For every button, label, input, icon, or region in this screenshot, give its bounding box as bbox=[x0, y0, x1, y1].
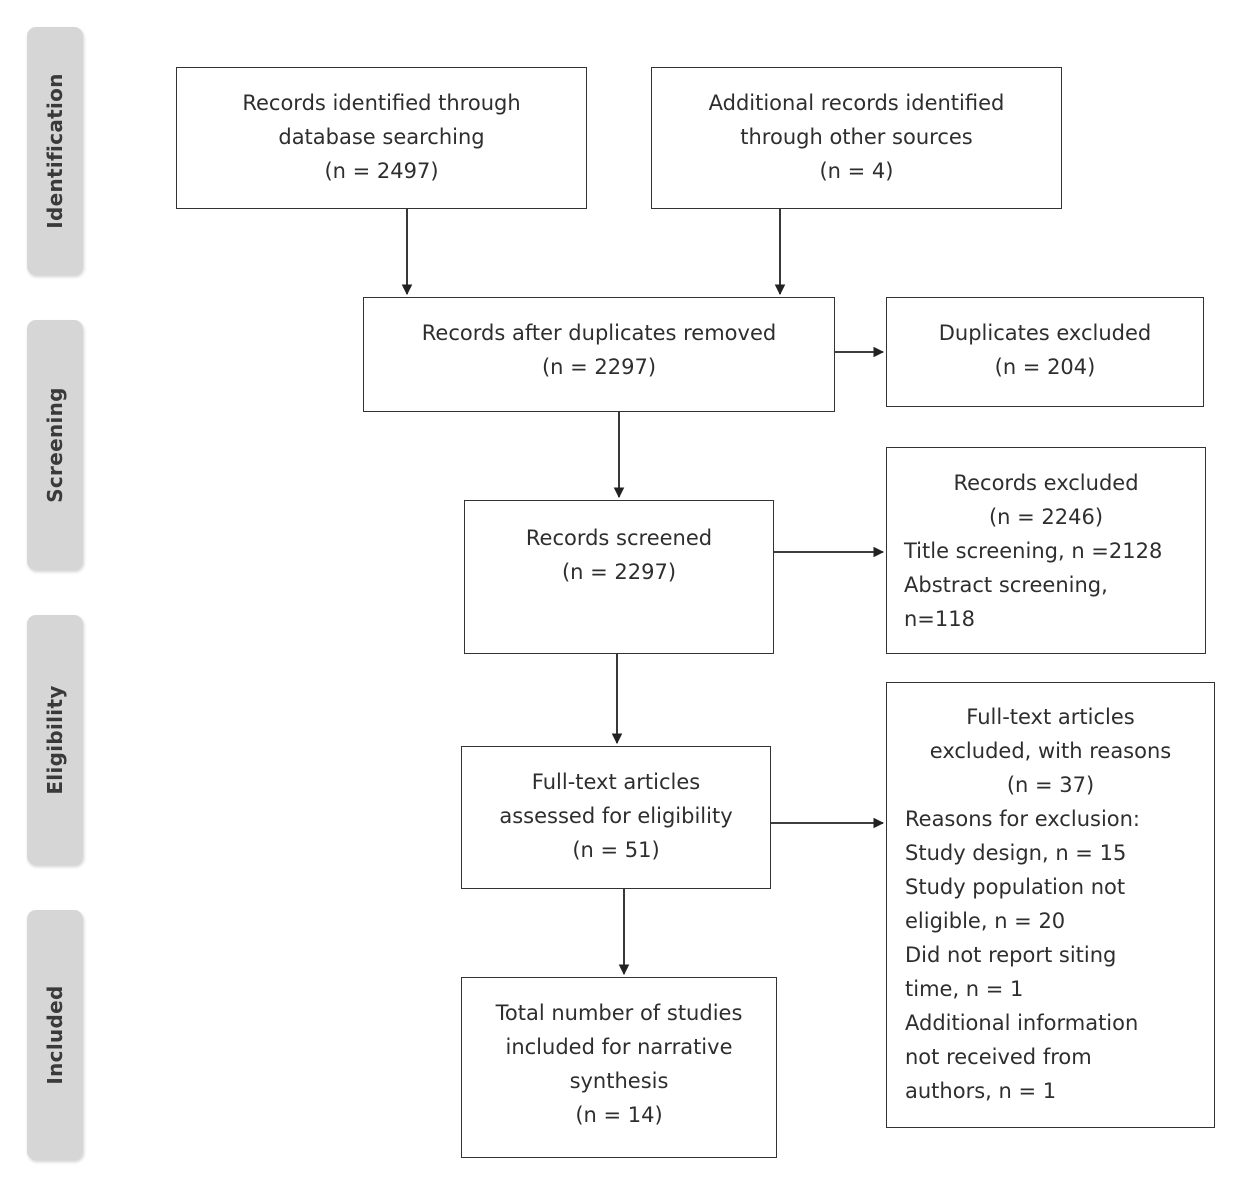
database-search-line-2: database searching bbox=[278, 125, 485, 149]
after-duplicates-line-1: Records after duplicates removed bbox=[421, 321, 777, 345]
fulltext-assessed-box: Full-text articles assessed for eligibil… bbox=[461, 746, 771, 889]
database-search-count: (n = 2497) bbox=[324, 159, 439, 183]
fulltext-assessed-count: (n = 51) bbox=[572, 838, 660, 862]
other-sources-line-1: Additional records identified bbox=[708, 91, 1005, 115]
fulltext-excluded-reason-2b: eligible, n = 20 bbox=[905, 909, 1066, 933]
phase-screening: Screening bbox=[27, 320, 83, 570]
after-duplicates-box: Records after duplicates removed (n = 22… bbox=[363, 297, 835, 412]
fulltext-excluded-reasons-heading: Reasons for exclusion: bbox=[905, 807, 1141, 831]
included-studies-box: Total number of studies included for nar… bbox=[461, 977, 777, 1158]
included-studies-line-3: synthesis bbox=[569, 1069, 669, 1093]
included-studies-count: (n = 14) bbox=[575, 1103, 663, 1127]
records-excluded-abstract-screening: Abstract screening, bbox=[904, 573, 1108, 597]
fulltext-excluded-reason-3b: time, n = 1 bbox=[905, 977, 1024, 1001]
other-sources-count: (n = 4) bbox=[819, 159, 894, 183]
fulltext-excluded-box: Full-text articles excluded, with reason… bbox=[886, 682, 1215, 1128]
records-excluded-line-1: Records excluded bbox=[953, 471, 1139, 495]
records-excluded-title-screening: Title screening, n =2128 bbox=[904, 539, 1163, 563]
duplicates-excluded-box: Duplicates excluded (n = 204) bbox=[886, 297, 1204, 407]
fulltext-excluded-reason-4a: Additional information bbox=[905, 1011, 1139, 1035]
fulltext-excluded-reason-1: Study design, n = 15 bbox=[905, 841, 1127, 865]
fulltext-excluded-reason-4b: not received from bbox=[905, 1045, 1092, 1069]
duplicates-excluded-line-1: Duplicates excluded bbox=[938, 321, 1152, 345]
fulltext-excluded-line-1: Full-text articles bbox=[966, 705, 1135, 729]
fulltext-assessed-line-1: Full-text articles bbox=[531, 770, 701, 794]
records-excluded-abstract-count: n=118 bbox=[904, 607, 975, 631]
records-screened-line-1: Records screened bbox=[525, 526, 713, 550]
database-search-box: Records identified through database sear… bbox=[176, 67, 587, 209]
records-excluded-count: (n = 2246) bbox=[988, 505, 1104, 529]
database-search-line-1: Records identified through bbox=[242, 91, 521, 115]
duplicates-excluded-count: (n = 204) bbox=[994, 355, 1096, 379]
after-duplicates-count: (n = 2297) bbox=[541, 355, 657, 379]
records-screened-count: (n = 2297) bbox=[561, 560, 677, 584]
fulltext-excluded-reason-3a: Did not report siting bbox=[905, 943, 1117, 967]
phase-eligibility: Eligibility bbox=[27, 615, 83, 865]
other-sources-line-2: through other sources bbox=[740, 125, 973, 149]
included-studies-line-1: Total number of studies bbox=[495, 1001, 743, 1025]
fulltext-excluded-count: (n = 37) bbox=[1006, 773, 1095, 797]
included-studies-line-2: included for narrative bbox=[505, 1035, 733, 1059]
fulltext-excluded-reason-4c: authors, n = 1 bbox=[905, 1079, 1057, 1103]
fulltext-excluded-reason-2a: Study population not bbox=[905, 875, 1126, 899]
records-screened-box: Records screened (n = 2297) bbox=[464, 500, 774, 654]
fulltext-excluded-line-2: excluded, with reasons bbox=[929, 739, 1172, 763]
other-sources-box: Additional records identified through ot… bbox=[651, 67, 1062, 209]
records-excluded-box: Records excluded (n = 2246) Title screen… bbox=[886, 447, 1206, 654]
fulltext-assessed-line-2: assessed for eligibility bbox=[499, 804, 733, 828]
phase-identification: Identification bbox=[27, 27, 83, 275]
phase-included: Included bbox=[27, 910, 83, 1160]
